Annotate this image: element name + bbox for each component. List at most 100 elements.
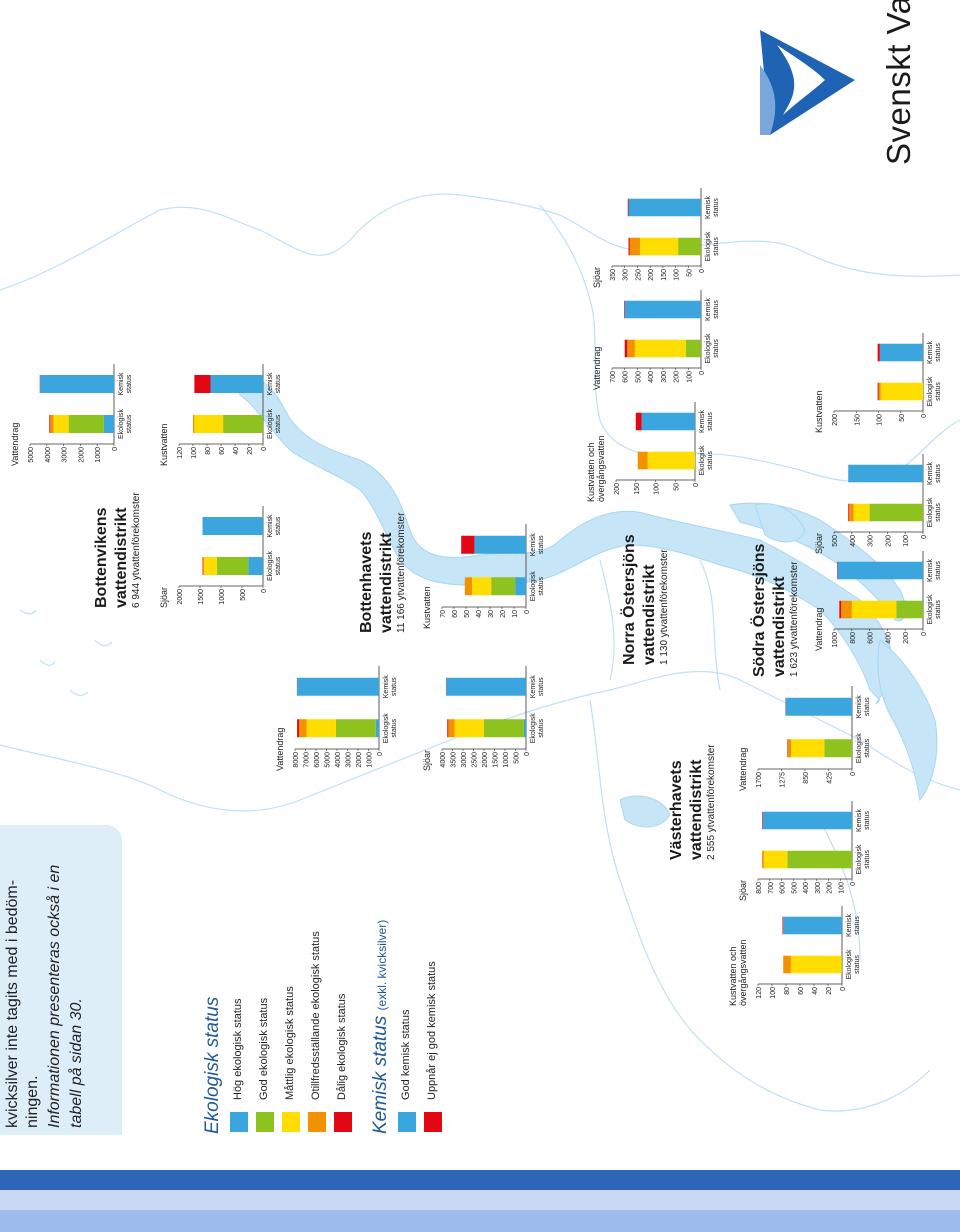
chart-10-tick-3: 300 bbox=[868, 535, 875, 547]
chart-3-tick-3: 3000 bbox=[346, 752, 353, 768]
chart-0-tick-1: 1000 bbox=[95, 447, 102, 463]
chart-1-bar-1-5 bbox=[202, 517, 263, 535]
chart-2-tick-5: 100 bbox=[191, 447, 198, 459]
chart-4-tick-8: 4000 bbox=[440, 752, 447, 768]
chart-12-title-0: Vattendrag bbox=[738, 748, 748, 791]
chart-7-tick-6: 600 bbox=[623, 371, 630, 383]
chart-11-tick-0: 0 bbox=[921, 414, 928, 418]
chart-5-tick-5: 50 bbox=[464, 610, 471, 618]
chart-7-category-0-0: Ekologisk bbox=[705, 333, 712, 363]
chart-3-bar-1-5 bbox=[297, 677, 380, 696]
chart-4-tick-1: 500 bbox=[514, 752, 521, 764]
chart-11-bar-1-6 bbox=[877, 343, 880, 362]
chart-10-category-0-0: Ekologisk bbox=[927, 497, 934, 527]
chart-3-tick-5: 5000 bbox=[325, 752, 332, 768]
chart-4-tick-3: 1500 bbox=[493, 752, 500, 768]
chart-1-title-0: Sjöar bbox=[159, 587, 169, 608]
chart-6-title-0: Kustvatten och bbox=[586, 442, 596, 502]
map-river-2 bbox=[699, 559, 721, 691]
chart-9-category-1-0: Kemisk bbox=[927, 559, 934, 582]
chart-8-tick-2: 100 bbox=[674, 269, 681, 281]
chart-3-bar-0-3 bbox=[299, 719, 307, 738]
chart-13-bar-1-6 bbox=[762, 811, 763, 830]
chart-4-bar-0-2 bbox=[454, 719, 484, 738]
chart-7-category-1-0: Kemisk bbox=[705, 298, 712, 321]
chart-0-tick-3: 3000 bbox=[62, 447, 69, 463]
footer-band-mid bbox=[0, 1210, 960, 1232]
chart-14-bar-1-5 bbox=[783, 916, 842, 935]
district-label-bottenviken: vattendistrikt bbox=[113, 507, 130, 608]
chart-3-category-0-1: status bbox=[391, 718, 398, 737]
chart-13-tick-8: 800 bbox=[756, 882, 763, 894]
chart-0-tick-4: 4000 bbox=[45, 447, 52, 463]
chart-0-bar-0-3 bbox=[50, 415, 54, 433]
chart-14-category-0-1: status bbox=[854, 955, 861, 974]
chart-2-title-0: Kustvatten bbox=[159, 423, 169, 466]
chart-4-title-0: Sjöar bbox=[422, 750, 432, 771]
chart-9-tick-3: 600 bbox=[868, 632, 875, 644]
brand-name: Svenskt Vatten bbox=[880, 0, 917, 165]
chart-7-tick-1: 100 bbox=[686, 371, 693, 383]
chart-1-category-0-1: status bbox=[275, 556, 282, 575]
chart-4-tick-6: 3000 bbox=[461, 752, 468, 768]
chart-11-tick-3: 150 bbox=[854, 414, 861, 426]
chart-0-bar-0-0 bbox=[103, 415, 114, 433]
chart-4-tick-2: 1000 bbox=[503, 752, 510, 768]
chart-14-title-0: Kustvatten och bbox=[728, 946, 738, 1006]
chart-12-bar-0-4 bbox=[787, 739, 788, 758]
chart-9-bar-0-3 bbox=[841, 600, 852, 619]
chart-6-tick-0: 0 bbox=[693, 483, 700, 487]
legend-ecological-swatch-0 bbox=[230, 1112, 248, 1132]
chart-11-bar-0-4 bbox=[877, 382, 879, 401]
chart-4-tick-7: 3500 bbox=[451, 752, 458, 768]
chart-13-category-0-1: status bbox=[864, 850, 871, 869]
info-line-2: ningen. bbox=[24, 1075, 41, 1129]
chart-7-bar-1-5 bbox=[624, 300, 701, 319]
legend-chemical-swatch-0 bbox=[398, 1112, 416, 1132]
chart-0-category-0-0: Ekologisk bbox=[118, 409, 125, 439]
chart-13-bar-0-1 bbox=[787, 850, 852, 869]
chart-13-tick-7: 700 bbox=[768, 882, 775, 894]
chart-0-bar-0-2 bbox=[53, 415, 69, 433]
chart-5-bar-0-2 bbox=[472, 577, 492, 596]
chart-4-bar-0-0 bbox=[523, 719, 527, 738]
chart-10-tick-4: 400 bbox=[850, 535, 857, 547]
chart-8-bar-1-6 bbox=[627, 198, 629, 217]
map-lake-vanern bbox=[619, 795, 671, 828]
chart-10-category-0-1: status bbox=[935, 503, 942, 522]
map-river-1 bbox=[599, 559, 615, 681]
chart-1-bar-0-0 bbox=[248, 557, 264, 575]
chart-11-tick-4: 200 bbox=[832, 414, 839, 426]
chart-9-tick-4: 800 bbox=[850, 632, 857, 644]
chart-4-tick-5: 2500 bbox=[472, 752, 479, 768]
chart-0-category-1-1: status bbox=[126, 374, 133, 393]
chart-7-bar-0-3 bbox=[627, 339, 635, 358]
chart-3-bar-0-1 bbox=[335, 719, 376, 738]
district-name-vasterhavet: Västerhavets bbox=[668, 760, 685, 860]
chart-1-tick-0: 0 bbox=[261, 589, 268, 593]
chart-14-tick-4: 80 bbox=[784, 987, 791, 995]
chart-2-tick-1: 20 bbox=[247, 447, 254, 455]
chart-12-bar-0-1 bbox=[824, 739, 853, 758]
chart-12-tick-3: 1275 bbox=[780, 772, 787, 788]
legend-ecological-title: Ekologisk status bbox=[202, 996, 223, 1134]
chart-14-tick-1: 20 bbox=[826, 987, 833, 995]
chart-1-category-0-0: Ekologisk bbox=[267, 551, 274, 581]
chart-14-category-0-0: Ekologisk bbox=[846, 949, 853, 979]
chart-2-category-1-1: status bbox=[275, 374, 282, 393]
district-label-bottenhavet: vattendistrikt bbox=[378, 532, 395, 633]
chart-10-tick-0: 0 bbox=[921, 535, 928, 539]
district-name-sodra-ostersjon: Södra Östersjöns bbox=[751, 543, 768, 677]
chart-4-bar-1-5 bbox=[446, 677, 527, 696]
chart-5-tick-4: 40 bbox=[476, 610, 483, 618]
legend-ecological-label-4: Dålig ekologisk status bbox=[336, 993, 348, 1100]
